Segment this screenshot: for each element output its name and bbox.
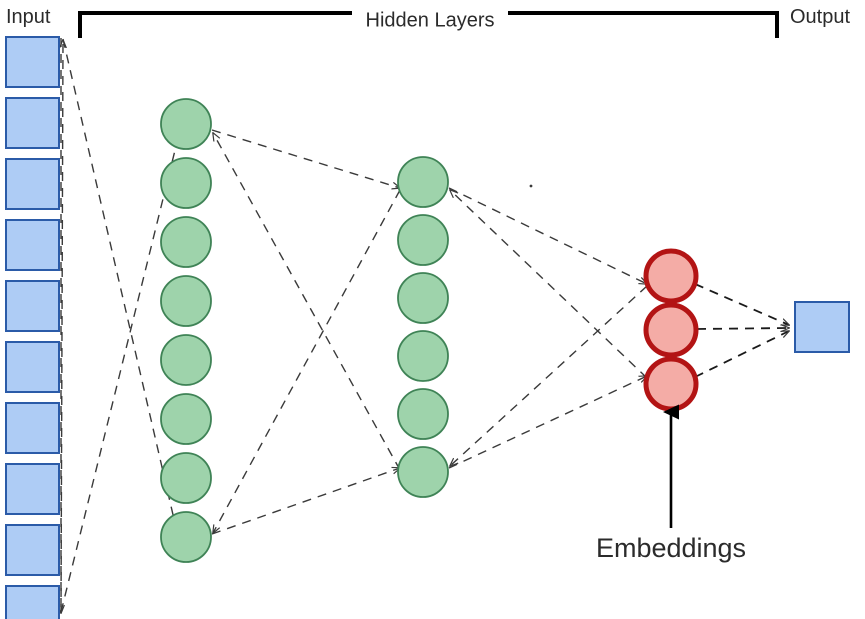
input-node <box>5 463 60 515</box>
connection-line <box>450 285 648 466</box>
hidden-node <box>160 157 212 209</box>
hidden-node <box>160 452 212 504</box>
hidden-node <box>397 272 449 324</box>
connection-line <box>213 133 401 471</box>
input-node <box>5 97 60 149</box>
hidden-layers-label: Hidden Layers <box>366 9 495 31</box>
hidden-node <box>160 275 212 327</box>
output-label: Output <box>790 6 850 28</box>
hidden-node <box>397 330 449 382</box>
input-label: Input <box>6 6 51 28</box>
stray-dot-artifact <box>529 184 533 188</box>
connection-line <box>213 189 401 533</box>
hidden-node <box>397 388 449 440</box>
hidden-node <box>397 446 449 498</box>
embedding-node <box>643 248 699 304</box>
connection-line <box>694 331 789 378</box>
output-node <box>794 301 850 353</box>
embedding-node <box>643 302 699 358</box>
hidden-node <box>397 156 449 208</box>
connection-line <box>211 129 400 188</box>
connections-hidden2-to-embeddings <box>448 187 648 469</box>
connection-line <box>60 130 180 613</box>
hidden-node <box>160 216 212 268</box>
connection-line <box>696 328 789 329</box>
input-node <box>5 341 60 393</box>
connections-hidden1-to-hidden2 <box>211 129 401 535</box>
connection-line <box>448 376 647 469</box>
connection-line <box>62 38 180 545</box>
input-node <box>5 219 60 271</box>
embeddings-annotation: Embeddings <box>596 404 746 563</box>
hidden-layer-1 <box>160 98 212 563</box>
hidden-node <box>397 214 449 266</box>
input-node <box>5 36 60 88</box>
embedding-node <box>643 356 699 412</box>
input-node <box>5 402 60 454</box>
embedding-layer <box>643 248 699 412</box>
input-node <box>5 524 60 576</box>
connection-line <box>211 468 400 535</box>
hidden-node <box>160 98 212 150</box>
connection-line <box>448 187 647 284</box>
hidden-layers-bracket <box>78 11 779 38</box>
connections-input-to-hidden1 <box>61 38 180 613</box>
hidden-layer-2 <box>397 156 449 498</box>
hidden-node <box>160 511 212 563</box>
connections-embeddings-to-output <box>694 283 789 378</box>
embeddings-label: Embeddings <box>596 533 746 563</box>
connection-line <box>694 283 789 325</box>
input-layer <box>5 36 60 619</box>
output-layer <box>794 301 850 353</box>
input-node <box>5 585 60 619</box>
connection-line <box>450 190 648 379</box>
hidden-node <box>160 393 212 445</box>
hidden-node <box>160 334 212 386</box>
input-node <box>5 158 60 210</box>
input-node <box>5 280 60 332</box>
